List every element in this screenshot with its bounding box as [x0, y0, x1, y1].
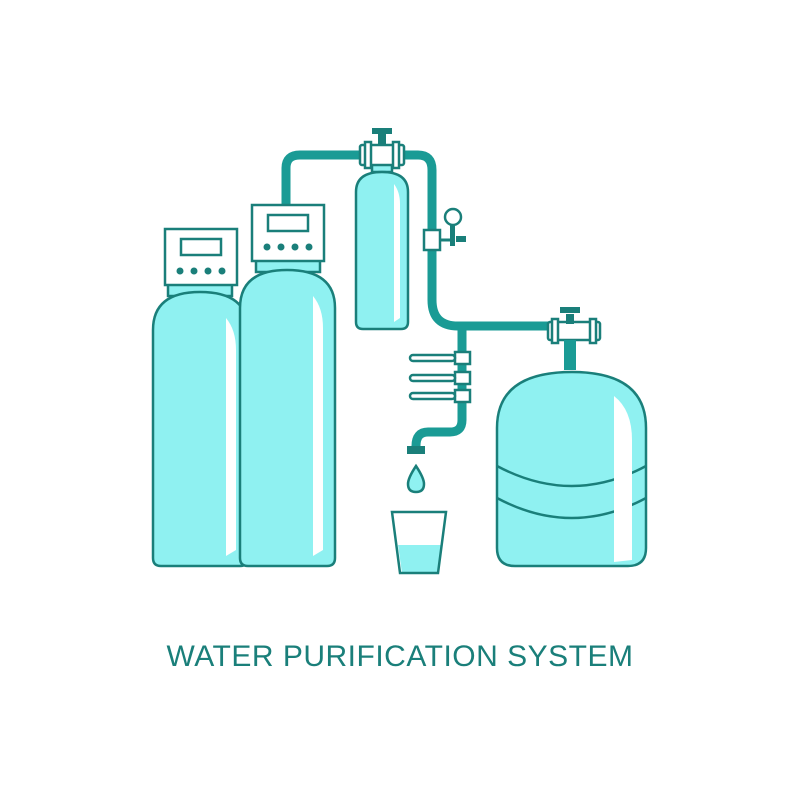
control-panel-icon — [163, 227, 239, 287]
water-drop-icon — [406, 463, 426, 494]
pressure-gauge-icon — [422, 207, 466, 252]
cartridge-filter-icon — [354, 158, 410, 331]
filter-tank-icon — [238, 258, 337, 568]
glass-icon — [390, 510, 448, 575]
control-panel-icon — [250, 203, 326, 263]
faucet-icon — [407, 350, 472, 454]
filter-tank-icon — [151, 282, 250, 568]
page-title: WATER PURIFICATION SYSTEM — [166, 640, 634, 673]
valve-icon — [358, 128, 406, 170]
storage-tank-icon — [495, 370, 648, 568]
valve-icon — [546, 307, 602, 370]
